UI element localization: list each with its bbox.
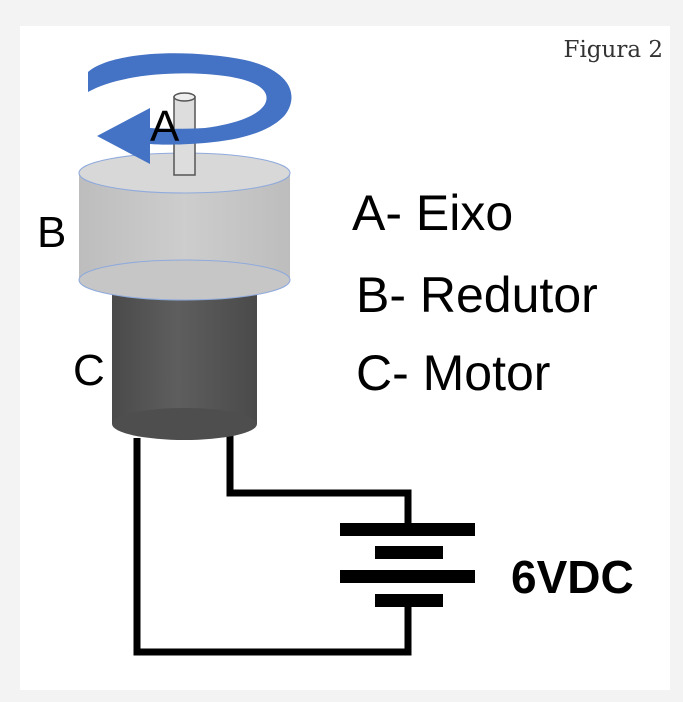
motor-body: [112, 292, 257, 440]
rotation-arrow-band: [88, 53, 292, 143]
battery-plate-long-1: [340, 523, 475, 536]
label-reducer: B: [37, 208, 66, 257]
rotation-arrowhead-icon: [97, 108, 205, 164]
battery-plate-long-2: [340, 570, 475, 583]
motor-cylinder: [112, 292, 257, 424]
shaft-top: [173, 92, 196, 102]
battery-plate-short-2: [375, 594, 443, 607]
reducer-bottom: [78, 259, 291, 301]
legend-item-motor: C- Motor: [356, 345, 550, 401]
motor-bottom: [112, 408, 257, 440]
battery-icon: [340, 523, 475, 607]
wire-circuit: [133, 435, 412, 656]
figure-caption: Figura 2: [563, 37, 663, 63]
rotation-arrow-head: [97, 108, 205, 164]
wire-negative: [133, 438, 412, 656]
legend-item-reducer: B- Redutor: [356, 267, 598, 323]
legend-item-shaft: A- Eixo: [352, 185, 513, 241]
label-shaft: A: [150, 102, 180, 151]
battery-voltage-label: 6VDC: [511, 551, 634, 603]
battery-plate-short-1: [375, 546, 443, 559]
label-motor: C: [73, 346, 105, 395]
rotation-arrow-icon: [88, 53, 292, 143]
wire-positive: [226, 435, 412, 532]
